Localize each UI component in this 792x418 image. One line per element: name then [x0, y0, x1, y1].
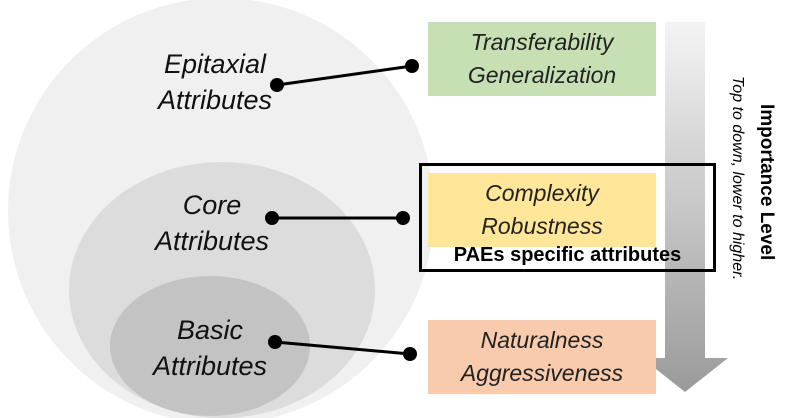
connector-dot — [268, 335, 282, 349]
connector-dot — [403, 347, 417, 361]
connector-dot — [265, 211, 279, 225]
label-line: Attributes — [157, 85, 273, 115]
box-line: Complexity — [485, 180, 599, 206]
box-line: Transferability — [470, 29, 614, 55]
epitaxial-attributes-label: Epitaxial Attributes — [140, 46, 290, 118]
pae-specific-frame — [419, 163, 716, 272]
connector-dot — [405, 59, 419, 73]
label-line: Attributes — [154, 226, 270, 256]
basic-attributes-label: Basic Attributes — [135, 312, 285, 384]
connector-epitaxial — [276, 64, 413, 87]
label-line: Epitaxial — [163, 49, 267, 79]
label-line: Core — [182, 190, 242, 220]
box-line: Robustness — [481, 213, 603, 239]
epitaxial-attributes-box: Transferability Generalization — [428, 22, 656, 96]
core-attributes-box: Complexity Robustness — [428, 173, 656, 247]
box-line: Generalization — [467, 62, 617, 88]
core-attributes-label: Core Attributes — [137, 187, 287, 259]
importance-arrow — [642, 22, 728, 392]
importance-level-title: Importance Level — [756, 104, 777, 261]
box-line: Naturalness — [480, 327, 604, 353]
connector-basic — [274, 340, 411, 356]
basic-attributes-box: Naturalness Aggressiveness — [428, 320, 656, 394]
connector-dot — [270, 78, 284, 92]
importance-level-subtitle: Top to down, lower to higher. — [729, 76, 746, 281]
basic-circle — [110, 276, 310, 416]
pae-specific-label: PAEs specific attributes — [453, 244, 682, 266]
connector-dot — [396, 211, 410, 225]
label-line: Basic — [176, 315, 244, 345]
label-line: Attributes — [152, 351, 268, 381]
box-line: Aggressiveness — [460, 360, 624, 386]
